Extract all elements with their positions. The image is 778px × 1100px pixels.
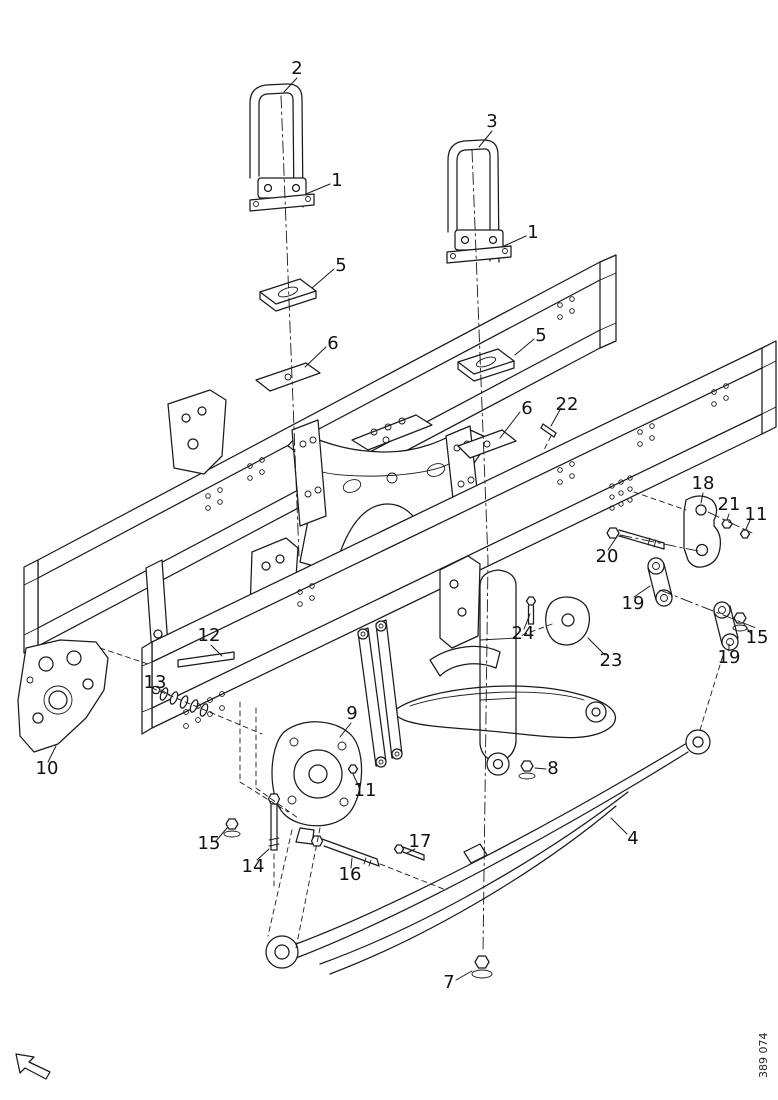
figure-number: 389 074 bbox=[757, 1033, 770, 1079]
upper-arm bbox=[429, 645, 501, 677]
fork-links bbox=[357, 619, 403, 768]
callout-label-15a: 15 bbox=[746, 627, 769, 648]
shock-strut bbox=[479, 569, 517, 776]
callout-label-8: 8 bbox=[547, 758, 558, 779]
clamp-1-left bbox=[249, 177, 315, 212]
shackle-bracket-18 bbox=[683, 495, 721, 568]
callout-label-19b: 19 bbox=[718, 647, 741, 668]
callout-label-20: 20 bbox=[596, 546, 619, 567]
callout-leaders bbox=[47, 77, 752, 981]
pin-22 bbox=[540, 423, 557, 438]
callout-label-5a: 5 bbox=[335, 255, 346, 276]
callout-label-15b: 15 bbox=[198, 833, 221, 854]
hanger-9 bbox=[271, 721, 363, 845]
callout-label-24: 24 bbox=[512, 623, 535, 644]
nut-21 bbox=[721, 519, 733, 529]
rail-end-holes bbox=[609, 475, 633, 511]
pad-5-left bbox=[259, 278, 317, 312]
callout-label-7: 7 bbox=[443, 972, 454, 993]
nut-11-right bbox=[739, 529, 751, 539]
direction-arrow-icon bbox=[15, 1053, 51, 1080]
callout-label-12: 12 bbox=[198, 625, 221, 646]
callout-label-1b: 1 bbox=[527, 222, 538, 243]
construction-lines bbox=[99, 435, 725, 949]
callout-label-6b: 6 bbox=[521, 398, 532, 419]
u-bolt-3 bbox=[447, 139, 500, 263]
callout-label-18: 18 bbox=[692, 473, 715, 494]
callout-label-23: 23 bbox=[600, 650, 623, 671]
bracket-10 bbox=[17, 639, 109, 753]
backing-strip-12 bbox=[177, 651, 235, 668]
clamp-1-right bbox=[446, 229, 512, 264]
callout-label-6a: 6 bbox=[327, 333, 338, 354]
nut-7 bbox=[471, 955, 493, 979]
nut-15-left bbox=[223, 818, 241, 838]
callout-label-9: 9 bbox=[346, 703, 357, 724]
callout-label-19a: 19 bbox=[622, 593, 645, 614]
leaf-spring-4 bbox=[265, 729, 711, 975]
callout-label-17: 17 bbox=[409, 831, 432, 852]
callout-label-14: 14 bbox=[242, 856, 265, 877]
plate-6-right bbox=[457, 429, 517, 459]
callout-label-5b: 5 bbox=[535, 325, 546, 346]
upper-left-bracket bbox=[167, 389, 227, 475]
callout-labels: 2 3 1 1 5 5 6 6 22 18 21 11 20 19 19 15 … bbox=[36, 58, 769, 993]
callout-label-2: 2 bbox=[291, 58, 302, 79]
callout-label-13: 13 bbox=[144, 672, 167, 693]
callout-label-4: 4 bbox=[627, 828, 638, 849]
trailing-arm bbox=[394, 685, 617, 739]
shackle-link-19-upper bbox=[647, 557, 673, 607]
bolt-14 bbox=[267, 793, 281, 851]
callout-label-1a: 1 bbox=[331, 170, 342, 191]
u-bolt-2 bbox=[249, 83, 304, 208]
strut-bracket bbox=[439, 555, 481, 649]
plate-6-left bbox=[255, 362, 321, 392]
callout-label-11b: 11 bbox=[354, 780, 377, 801]
pad-5-right bbox=[457, 348, 515, 382]
callout-label-11a: 11 bbox=[745, 504, 768, 525]
shackle-link-19-lower bbox=[713, 601, 739, 651]
bolt-24 bbox=[525, 596, 537, 625]
bolt-17 bbox=[393, 844, 425, 861]
bolt-16 bbox=[310, 835, 380, 867]
callout-label-21: 21 bbox=[718, 494, 741, 515]
callout-label-16: 16 bbox=[339, 864, 362, 885]
callout-label-3: 3 bbox=[486, 111, 497, 132]
callout-label-10: 10 bbox=[36, 758, 59, 779]
center-lines bbox=[280, 95, 757, 953]
callout-label-22: 22 bbox=[556, 394, 579, 415]
nut-11-left bbox=[347, 764, 359, 774]
bracket-23 bbox=[545, 596, 590, 646]
nut-8 bbox=[518, 760, 536, 780]
